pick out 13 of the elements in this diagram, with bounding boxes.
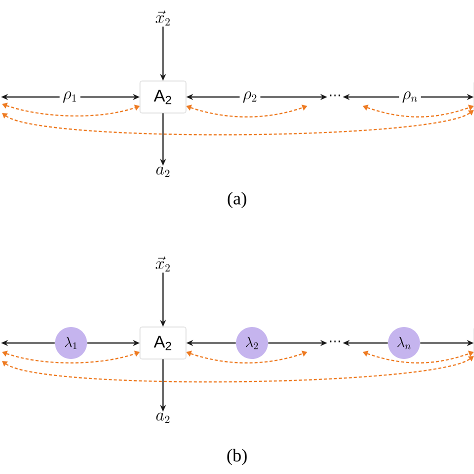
edge-label: $\rho_n$ bbox=[399, 88, 421, 106]
edge-label: $\rho_1$ bbox=[60, 88, 80, 106]
edge-label: $\rho_2$ bbox=[240, 88, 260, 106]
panel-label: (b) bbox=[227, 448, 247, 466]
ellipsis: ⋯ bbox=[330, 340, 340, 342]
variable-label: $\vec{x}_2$ bbox=[156, 10, 170, 26]
agent-box: A$_{2}$ bbox=[140, 326, 186, 360]
variable-label: $a_2$ bbox=[156, 166, 170, 178]
panel-label: (a) bbox=[228, 192, 246, 208]
variable-label: $\vec{x}_2$ bbox=[156, 256, 170, 272]
variable-label: $a_2$ bbox=[156, 412, 170, 424]
ellipsis: ⋯ bbox=[330, 94, 340, 96]
agent-box: A$_{2}$ bbox=[140, 80, 186, 114]
